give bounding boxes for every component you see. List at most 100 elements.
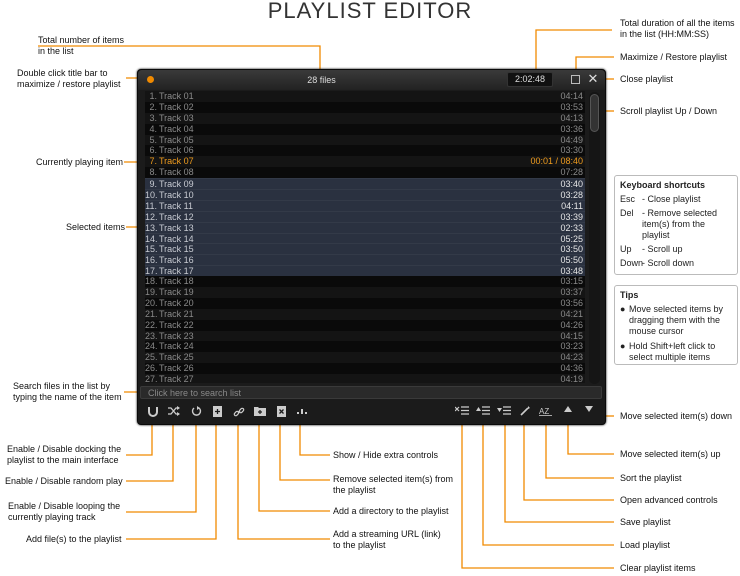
annotation-add-files: Add file(s) to the playlist [26, 534, 122, 544]
remove-icon[interactable] [273, 404, 289, 420]
annotation-save: Save playlist [620, 517, 671, 527]
track-duration: 03:23 [560, 341, 583, 352]
track-number: 9. [149, 179, 157, 190]
annotation-currently-playing: Currently playing item [36, 157, 124, 167]
track-name: Track 08 [159, 167, 194, 178]
move-up-icon[interactable] [560, 404, 576, 420]
search-placeholder: Click here to search list [148, 388, 242, 398]
shortcut-desc: - Close playlist [642, 194, 701, 204]
track-name: Track 17 [159, 266, 194, 277]
track-name: Track 09 [159, 179, 194, 190]
track-number: 19. [145, 287, 158, 298]
track-number: 7. [149, 156, 157, 167]
wand-icon[interactable] [517, 404, 533, 420]
tips-header: Tips [620, 290, 639, 300]
track-number: 13. [145, 222, 158, 233]
shortcuts-header: Keyboard shortcuts [620, 180, 706, 190]
save-list-icon[interactable] [496, 404, 512, 420]
track-name: Track 03 [159, 112, 194, 123]
shortcut-row: Up- Scroll up [620, 244, 732, 255]
move-down-icon[interactable] [581, 404, 597, 420]
file-count: 28 files [307, 75, 336, 85]
close-icon[interactable]: ✕ [587, 71, 599, 86]
track-name: Track 02 [159, 101, 194, 112]
keyboard-shortcuts-box: Keyboard shortcuts Esc- Close playlist D… [614, 175, 738, 275]
track-number: 10. [145, 190, 158, 201]
shuffle-icon[interactable] [166, 404, 182, 420]
annotation-maximize: Maximize / Restore playlist [620, 52, 728, 62]
track-number: 21. [145, 308, 158, 319]
tip-text: Move selected items by dragging them wit… [629, 304, 724, 336]
track-name: Track 24 [159, 341, 194, 352]
title-bar[interactable]: 28 files 2:02:48 ✕ [138, 70, 605, 90]
search-input[interactable]: Click here to search list [140, 386, 602, 399]
maximize-icon[interactable] [571, 75, 580, 84]
track-duration: 03:50 [560, 244, 583, 255]
bullet-icon: ● [620, 341, 626, 351]
track-name: Track 12 [159, 211, 194, 222]
track-number: 4. [149, 123, 157, 134]
track-name: Track 22 [159, 319, 194, 330]
tips-box: Tips ●Move selected items by dragging th… [614, 285, 738, 365]
load-list-icon[interactable] [475, 404, 491, 420]
clear-list-icon[interactable] [454, 404, 470, 420]
track-number: 23. [145, 330, 158, 341]
track-number: 26. [145, 363, 158, 374]
bullet-icon: ● [620, 304, 626, 314]
extra-controls-icon[interactable] [294, 404, 310, 420]
link-icon[interactable] [231, 404, 247, 420]
dock-magnet-icon[interactable] [145, 404, 161, 420]
annotation-add-url: Add a streaming URL (link) to the playli… [333, 529, 441, 550]
track-duration: 04:15 [560, 330, 583, 341]
track-name: Track 05 [159, 134, 194, 145]
track-number: 12. [145, 211, 158, 222]
scrollbar-thumb[interactable] [590, 94, 599, 132]
track-name: Track 01 [159, 91, 194, 101]
track-duration: 03:28 [560, 190, 583, 201]
track-number: 8. [149, 167, 157, 178]
add-file-icon[interactable] [209, 404, 225, 420]
sort-az-icon[interactable]: AZ [538, 404, 554, 420]
track-duration: 04:19 [560, 374, 583, 383]
folder-icon[interactable] [252, 404, 268, 420]
track-duration: 04:26 [560, 319, 583, 330]
tip-text: Hold Shift+left click to select multiple… [629, 341, 716, 362]
track-number: 25. [145, 352, 158, 363]
shortcut-key: Up [620, 244, 632, 254]
loop-icon[interactable] [188, 404, 204, 420]
track-name: Track 07 [159, 156, 194, 167]
status-dot-icon [147, 76, 154, 83]
annotation-random: Enable / Disable random play [5, 476, 123, 486]
track-number: 15. [145, 244, 158, 255]
scrollbar[interactable] [589, 92, 600, 384]
annotation-load: Load playlist [620, 540, 671, 550]
